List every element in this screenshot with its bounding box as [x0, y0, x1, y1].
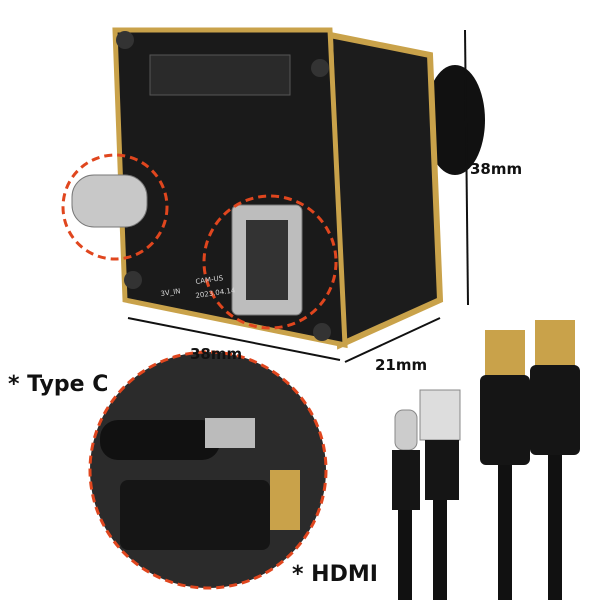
width-dimension: 38mm [190, 345, 243, 363]
dimension-lines [127, 29, 469, 363]
side-pcb [326, 31, 444, 350]
camera-lens [425, 65, 485, 175]
usb-c-port [71, 174, 148, 228]
type-c-callout: * Type C [8, 372, 109, 397]
cables [392, 320, 580, 600]
depth-dimension: 21mm [375, 356, 428, 374]
hdmi-callout: * HDMI [292, 562, 378, 587]
height-dimension: 38mm [470, 160, 523, 178]
